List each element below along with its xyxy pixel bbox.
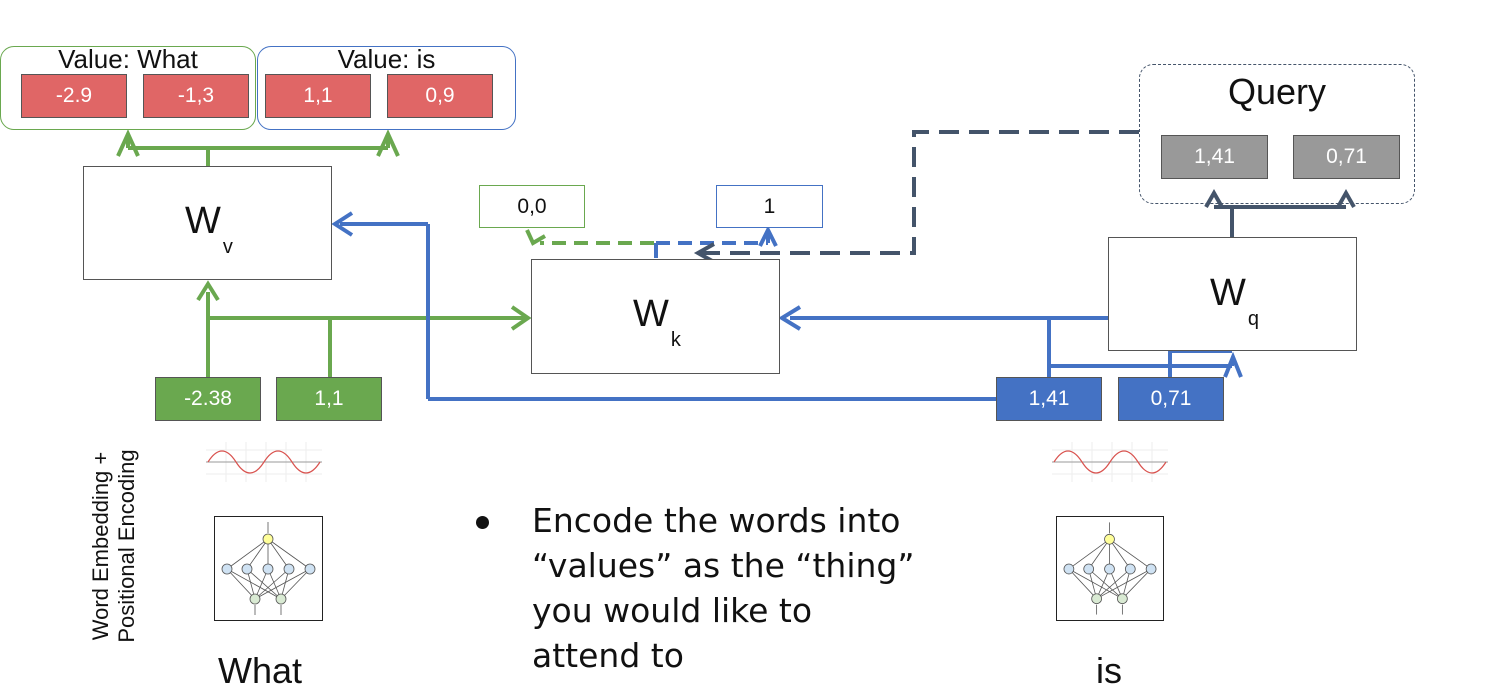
neural-network-graph-left — [221, 522, 316, 615]
embedding-side-label-line1: Word Embedding + — [88, 451, 113, 641]
weight-wk-label: Wk — [633, 293, 681, 352]
bullet-line-2: “values” as the “thing” — [532, 546, 915, 585]
key-output-is: 1 — [716, 185, 823, 228]
value-what-title: Value: What — [58, 44, 198, 74]
embedding-side-label: Word Embedding + Positional Encoding — [88, 426, 140, 666]
positional-encoding-sine-left — [206, 442, 322, 482]
embedding-side-label-line2: Positional Encoding — [114, 449, 139, 643]
embedding-is-cell-1: 1,41 — [996, 377, 1102, 421]
weight-wq-box — [1108, 237, 1357, 351]
neural-network-icon-right — [1056, 516, 1164, 621]
weight-wv-label: Wv — [185, 200, 233, 259]
neural-network-icon-left — [214, 516, 323, 621]
weight-wq-label: Wq — [1210, 272, 1259, 331]
value-is-title: Value: is — [337, 44, 436, 74]
positional-encoding-sine-right — [1052, 442, 1168, 482]
weight-wq-main: W — [1210, 272, 1246, 314]
query-cell-2: 0,71 — [1293, 135, 1400, 179]
green-key-dashed — [525, 229, 654, 246]
bullet-text: Encode the words into “values” as the “t… — [532, 498, 914, 678]
value-is-group: Value: is — [257, 44, 516, 130]
bullet-line-1: Encode the words into — [532, 501, 901, 540]
weight-wv-box — [83, 166, 332, 280]
blue-key-dashed — [656, 225, 778, 247]
weight-wk-sub: k — [670, 329, 681, 351]
value-is-cell-1: 1,1 — [265, 74, 371, 118]
query-cell-1: 1,41 — [1161, 135, 1268, 179]
query-title: Query — [1227, 71, 1327, 112]
value-what-group: Value: What — [0, 44, 256, 130]
value-what-cell-2: -1,3 — [143, 74, 249, 118]
bullet-line-3: you would like to — [532, 591, 813, 630]
green-flow — [116, 129, 532, 377]
weight-wv-main: W — [185, 200, 221, 242]
weight-wv-sub: v — [222, 236, 233, 258]
bullet-line-4: attend to — [532, 636, 684, 675]
value-what-cell-1: -2.9 — [21, 74, 127, 118]
word-is: is — [1096, 650, 1122, 691]
value-is-cell-2: 0,9 — [387, 74, 493, 118]
key-output-what: 0,0 — [479, 185, 585, 228]
embedding-is-cell-2: 0,71 — [1118, 377, 1224, 421]
neural-network-graph-right — [1063, 522, 1157, 615]
query-group: Query — [1139, 64, 1415, 204]
weight-wk-box — [531, 259, 780, 374]
embedding-what-cell-1: -2.38 — [155, 377, 261, 421]
weight-wk-main: W — [633, 293, 669, 335]
blue-flow — [331, 211, 1243, 401]
bullet-dot — [476, 516, 489, 529]
word-what: What — [218, 650, 303, 691]
weight-wq-sub: q — [1247, 308, 1259, 330]
query-flow — [693, 130, 1356, 264]
embedding-what-cell-2: 1,1 — [276, 377, 382, 421]
